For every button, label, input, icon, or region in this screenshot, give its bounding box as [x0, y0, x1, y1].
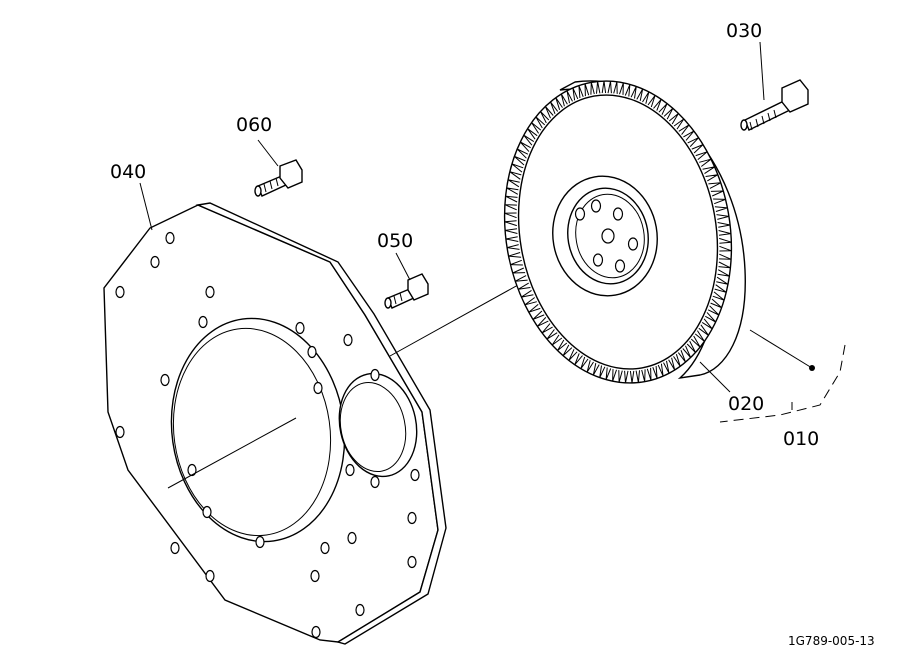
label-050: 050	[377, 230, 413, 252]
plate-bolt-060	[254, 159, 303, 197]
label-020: 020	[728, 393, 764, 415]
plate-bolt-050	[384, 273, 429, 309]
plate-bolt-holes	[115, 231, 420, 639]
reference-dot	[809, 365, 815, 371]
hub-bolt-holes	[574, 199, 639, 273]
label-060: 060	[236, 114, 272, 136]
flywheel-bolt-030	[740, 79, 809, 131]
gear-tooth-outline	[504, 81, 732, 383]
leader-lines	[139, 41, 846, 423]
drawing-code: 1G789-005-13	[788, 634, 875, 648]
flywheel	[503, 80, 746, 384]
label-010: 010	[783, 428, 819, 450]
flywheel-housing-plate	[103, 202, 447, 645]
ring-gear-teeth	[504, 81, 732, 383]
label-030: 030	[726, 20, 762, 42]
label-040: 040	[110, 161, 146, 183]
